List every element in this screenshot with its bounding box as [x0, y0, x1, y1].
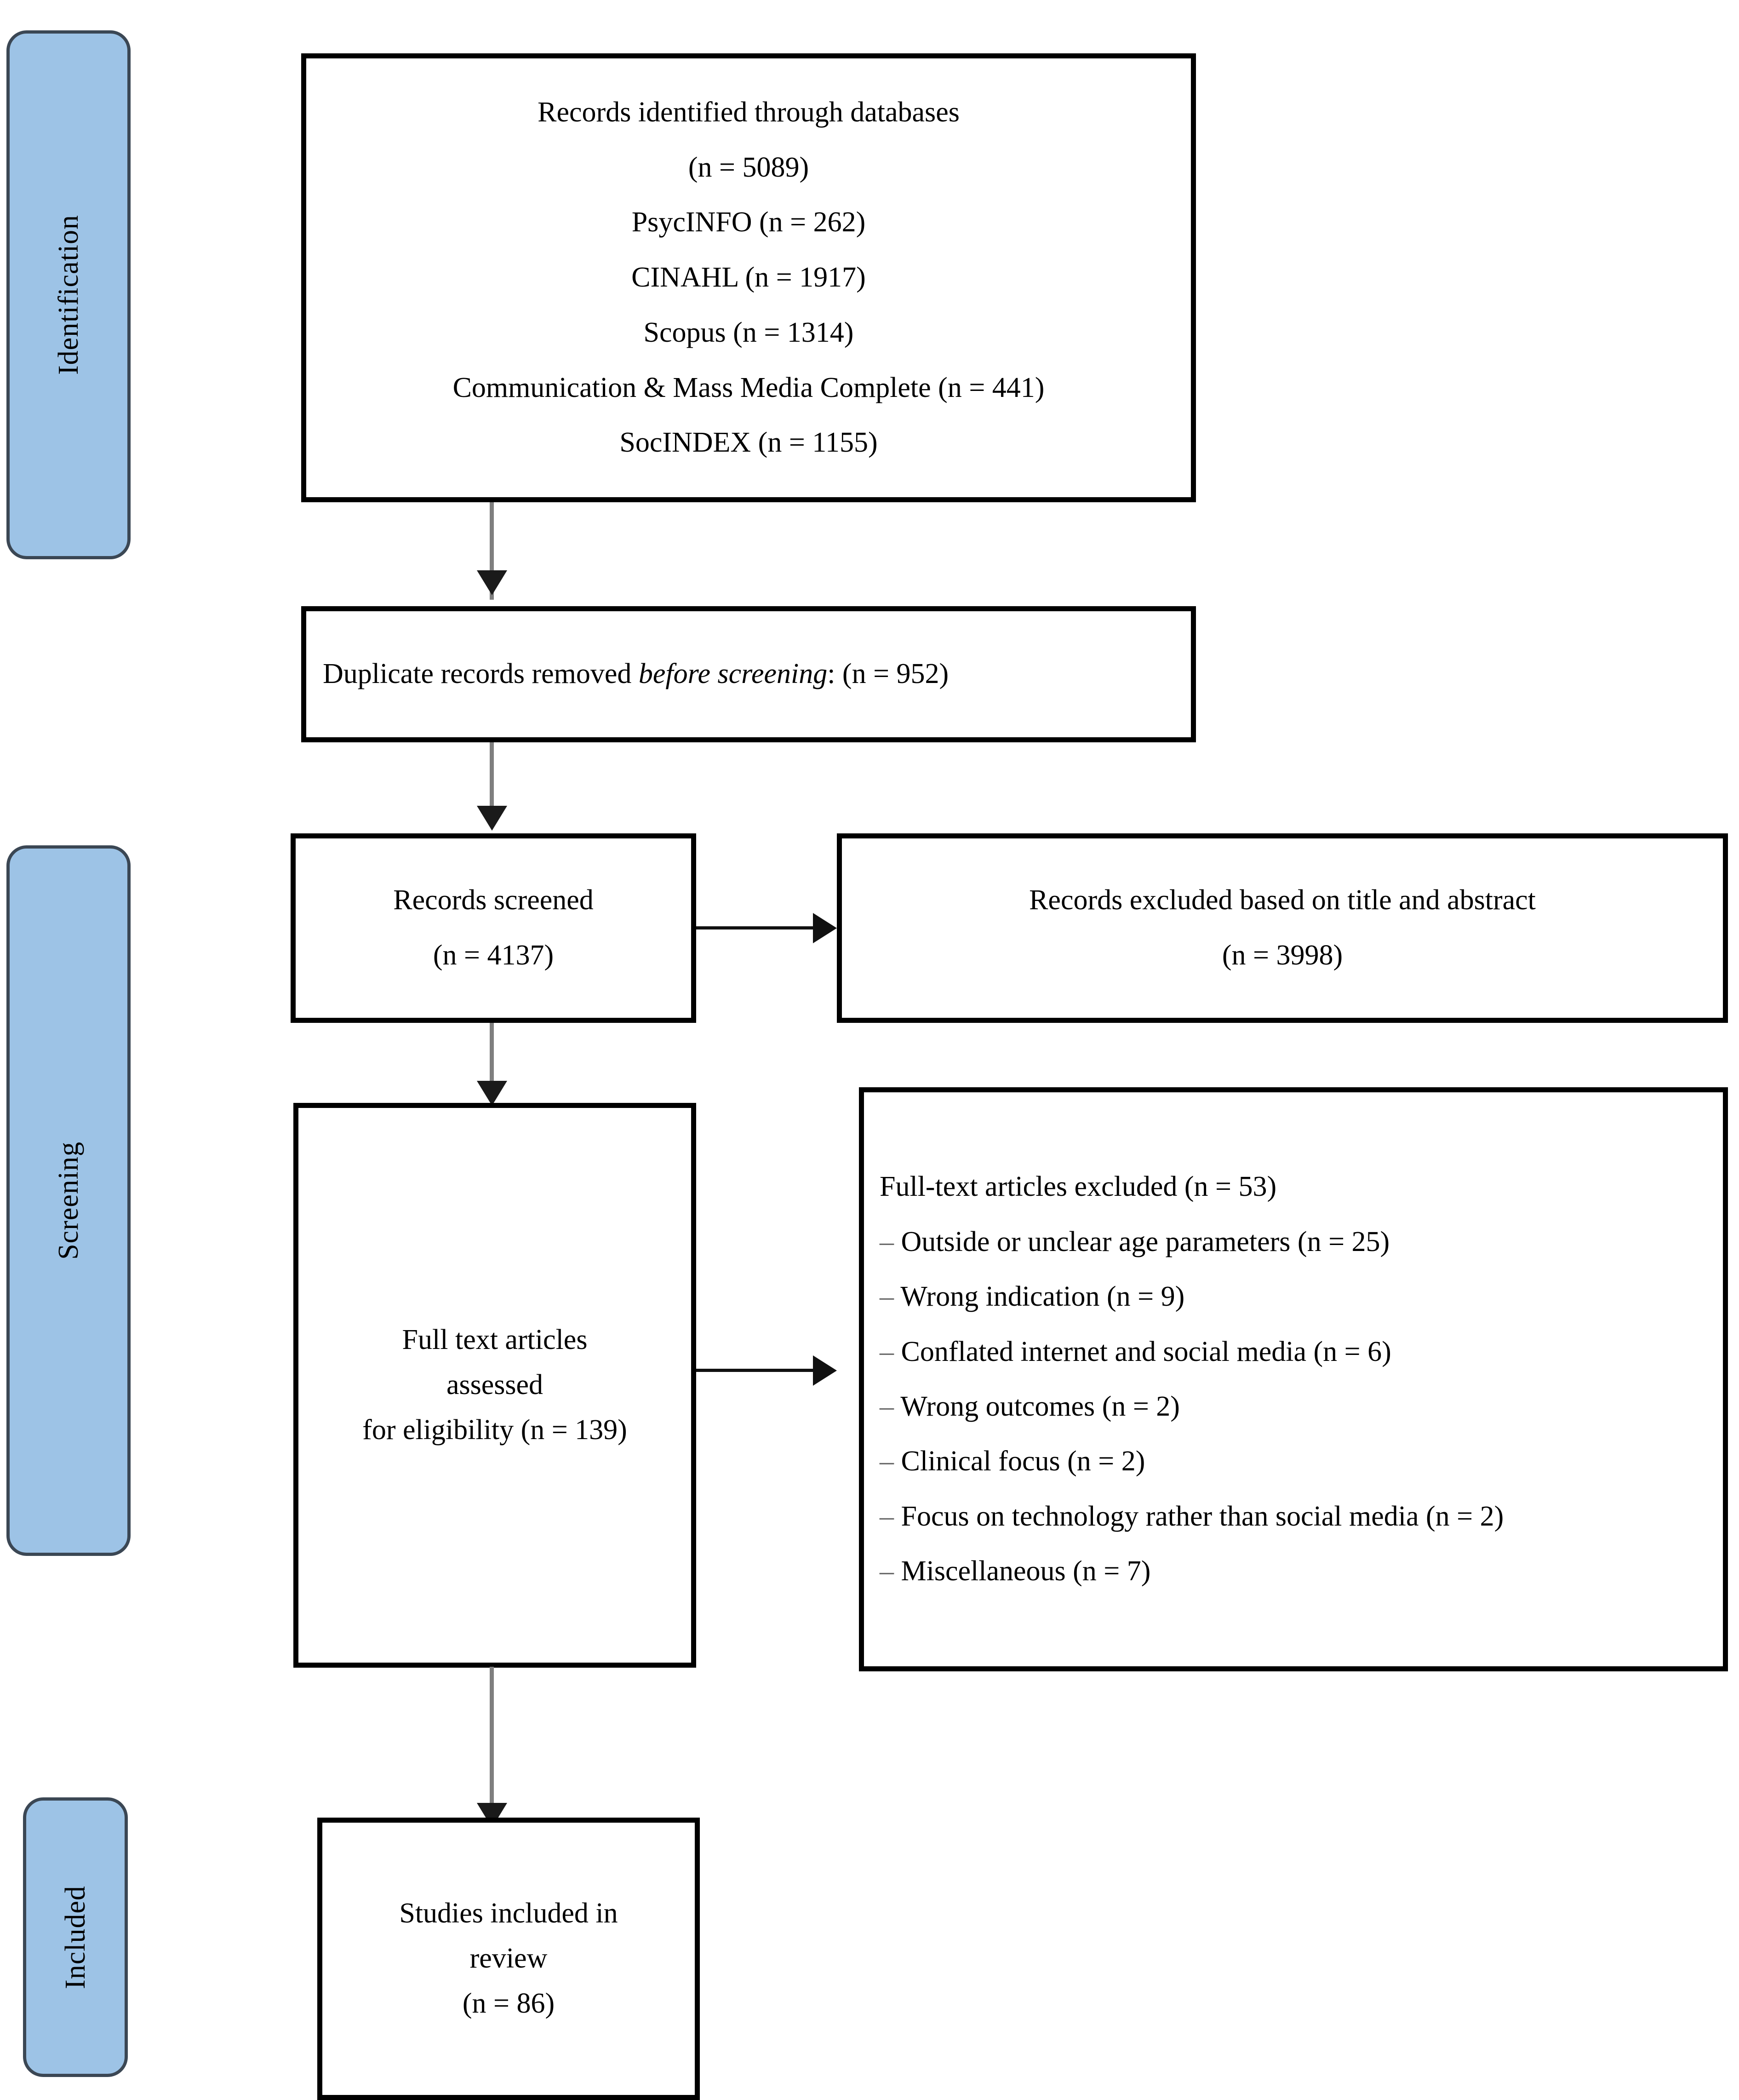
records-identified-line-7: SocINDEX (n = 1155) — [619, 427, 878, 459]
box-records-excluded-title-abstract: Records excluded based on title and abst… — [837, 833, 1728, 1023]
fulltext-excluded-heading: Full-text articles excluded (n = 53) — [880, 1171, 1277, 1203]
reason-dash-1: – — [880, 1226, 894, 1257]
studies-included-line-1: Studies included in — [399, 1898, 618, 1929]
connector-screened-to-excluded-arrowhead — [813, 913, 837, 943]
studies-included-line-2: review — [469, 1943, 548, 1974]
reason-dash-7: – — [880, 1555, 894, 1587]
records-screened-line-2: (n = 4137) — [433, 940, 554, 971]
stage-tab-screening-label: Screening — [52, 1142, 84, 1260]
connector-identified-to-duplicates — [490, 502, 494, 600]
records-identified-line-5: Scopus (n = 1314) — [643, 316, 854, 348]
reason-dash-6: – — [880, 1500, 894, 1532]
studies-included-line-3: (n = 86) — [462, 1987, 555, 2019]
reason-text-7: Miscellaneous (n = 7) — [901, 1555, 1151, 1587]
records-identified-line-2: (n = 5089) — [688, 151, 809, 183]
records-identified-line-4: CINAHL (n = 1917) — [631, 262, 866, 293]
reason-dash-2: – — [880, 1281, 894, 1313]
reason-text-1: Outside or unclear age parameters (n = 2… — [901, 1226, 1390, 1257]
fulltext-excluded-reason-6: – Focus on technology rather than social… — [864, 1501, 1515, 1532]
reason-text-2: Wrong indication (n = 9) — [900, 1281, 1185, 1313]
records-screened-line-1: Records screened — [393, 884, 594, 916]
stage-tab-included-label: Included — [59, 1885, 91, 1989]
records-identified-line-6: Communication & Mass Media Complete (n =… — [452, 372, 1045, 403]
box-fulltext-assessed: Full text articles assessed for eligibil… — [293, 1103, 696, 1668]
duplicates-removed-prefix: Duplicate records removed — [323, 658, 639, 690]
connector-fulltext-to-excluded-reasons — [696, 1369, 816, 1372]
fulltext-assessed-line-1: Full text articles — [402, 1324, 588, 1356]
reason-text-5: Clinical focus (n = 2) — [901, 1446, 1145, 1477]
box-records-screened: Records screened (n = 4137) — [291, 833, 696, 1023]
reason-text-4: Wrong outcomes (n = 2) — [900, 1391, 1180, 1422]
box-records-identified: Records identified through databases (n … — [301, 53, 1196, 502]
fulltext-excluded-reason-3: – Conflated internet and social media (n… — [864, 1336, 1402, 1368]
connector-fulltext-to-included — [490, 1667, 494, 1827]
fulltext-excluded-reason-4: – Wrong outcomes (n = 2) — [864, 1391, 1191, 1423]
records-identified-line-1: Records identified through databases — [538, 96, 960, 128]
fulltext-excluded-reason-2: – Wrong indication (n = 9) — [864, 1281, 1196, 1313]
connector-identified-to-duplicates-arrowhead — [477, 570, 507, 595]
stage-tab-identification-label: Identification — [52, 215, 84, 375]
stage-tab-included: Included — [23, 1797, 128, 2077]
box-studies-included: Studies included in review (n = 86) — [317, 1818, 700, 2100]
records-identified-line-3: PsycINFO (n = 262) — [631, 207, 866, 238]
fulltext-excluded-reason-1: – Outside or unclear age parameters (n =… — [864, 1226, 1401, 1258]
stage-tab-screening: Screening — [6, 845, 131, 1556]
reason-dash-5: – — [880, 1446, 894, 1477]
duplicates-removed-text: Duplicate records removed before screeni… — [306, 659, 965, 689]
fulltext-excluded-reason-7: – Miscellaneous (n = 7) — [864, 1555, 1161, 1587]
reason-dash-4: – — [880, 1391, 894, 1422]
connector-duplicates-to-screened — [490, 742, 494, 816]
connector-duplicates-to-screened-arrowhead — [477, 806, 507, 831]
box-duplicates-removed: Duplicate records removed before screeni… — [301, 606, 1196, 742]
stage-tab-identification: Identification — [6, 30, 131, 559]
reason-text-6: Focus on technology rather than social m… — [901, 1500, 1504, 1532]
connector-screened-to-fulltext — [490, 1023, 494, 1096]
fulltext-assessed-line-3: for eligibility (n = 139) — [362, 1414, 627, 1446]
records-excluded-line-1: Records excluded based on title and abst… — [1029, 884, 1536, 916]
fulltext-assessed-line-2: assessed — [446, 1369, 543, 1401]
connector-screened-to-excluded — [696, 926, 816, 930]
duplicates-removed-emphasis: before screening — [638, 658, 828, 690]
records-excluded-line-2: (n = 3998) — [1222, 940, 1343, 971]
reason-text-3: Conflated internet and social media (n =… — [901, 1336, 1391, 1367]
reason-dash-3: – — [880, 1336, 894, 1367]
connector-fulltext-to-excluded-reasons-arrowhead — [813, 1355, 837, 1386]
duplicates-removed-suffix: : (n = 952) — [827, 658, 949, 690]
box-fulltext-excluded-reasons: Full-text articles excluded (n = 53) – O… — [859, 1087, 1728, 1671]
connector-screened-to-fulltext-arrowhead — [477, 1081, 507, 1106]
fulltext-excluded-reason-5: – Clinical focus (n = 2) — [864, 1446, 1156, 1477]
